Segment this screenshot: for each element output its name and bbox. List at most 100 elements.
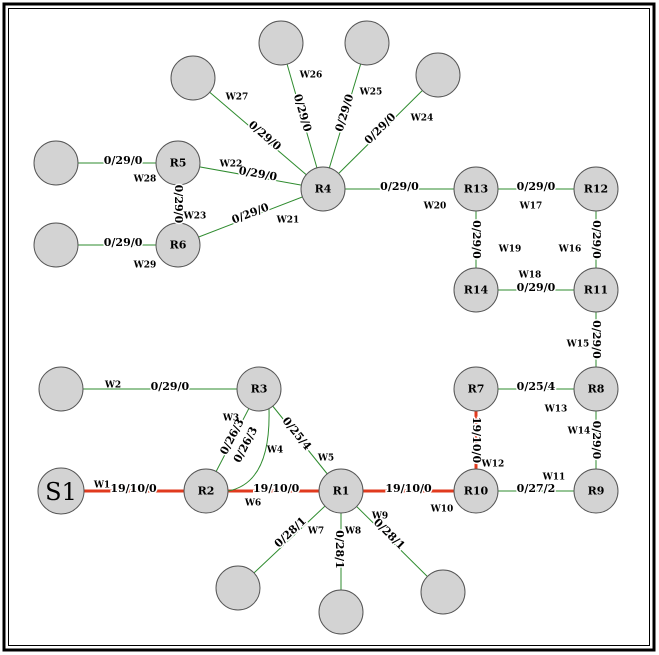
link-name-w6: W6	[244, 499, 261, 509]
edge-value-w28: 0/29/0	[104, 154, 143, 167]
node-circle	[258, 20, 304, 66]
node-circle	[215, 565, 261, 611]
node-circle	[415, 52, 461, 98]
edge-w26	[280, 42, 324, 190]
node-r2[interactable]: R2	[183, 468, 229, 514]
link-name-w7: W7	[307, 527, 324, 537]
link-name-w4: W4	[266, 446, 283, 456]
node-label: S1	[45, 478, 77, 506]
edge-value-w13: 0/25/4	[517, 380, 556, 393]
node-r5[interactable]: R5	[155, 140, 201, 186]
node-r3[interactable]: R3	[236, 366, 282, 412]
edge-w24	[322, 74, 439, 190]
edge-value-w14: 0/29/0	[590, 421, 603, 460]
node-r9[interactable]: R9	[573, 468, 619, 514]
node-circle	[155, 140, 201, 186]
node-circle	[573, 166, 619, 212]
link-name-w5: W5	[317, 454, 334, 464]
link-name-w14: W14	[567, 427, 591, 437]
node-u5[interactable]	[215, 565, 261, 611]
node-u6[interactable]	[318, 589, 364, 635]
link-name-w2: W2	[104, 381, 121, 391]
node-label: R10	[464, 485, 489, 498]
node-r13[interactable]: R13	[453, 166, 499, 212]
node-u4[interactable]	[38, 366, 84, 412]
edge-w7	[237, 490, 342, 589]
node-circle	[453, 468, 499, 514]
node-u7[interactable]	[420, 569, 466, 615]
node-circle	[170, 55, 216, 101]
edge-value-w17: 0/29/0	[517, 180, 556, 193]
node-label: R8	[588, 383, 605, 396]
node-circle	[453, 166, 499, 212]
node-circle	[344, 20, 390, 66]
node-label: R1	[333, 485, 350, 498]
edge-value-w1: 19/10/0	[110, 482, 157, 495]
node-label: R7	[468, 383, 485, 396]
node-label: R9	[588, 485, 605, 498]
node-r8[interactable]: R8	[573, 366, 619, 412]
link-name-w23: W23	[183, 212, 207, 222]
node-u2[interactable]	[33, 222, 79, 268]
link-name-w8: W8	[344, 527, 361, 537]
node-circle	[38, 366, 84, 412]
node-u9[interactable]	[258, 20, 304, 66]
node-label: R14	[464, 284, 489, 297]
edge-value-w8: 0/28/1	[333, 530, 346, 569]
edge-value-w15: 0/29/0	[590, 320, 603, 359]
edge-w21	[177, 188, 324, 246]
node-circle	[155, 222, 201, 268]
link-name-w3: W3	[222, 414, 239, 424]
edge-w22	[177, 162, 324, 190]
node-u10[interactable]	[344, 20, 390, 66]
node-circle	[300, 166, 346, 212]
link-name-w28: W28	[133, 175, 157, 185]
node-r10[interactable]: R10	[453, 468, 499, 514]
node-label: R13	[464, 183, 488, 196]
node-label: R5	[170, 157, 187, 170]
node-r6[interactable]: R6	[155, 222, 201, 268]
node-r12[interactable]: R12	[573, 166, 619, 212]
link-name-w18: W18	[518, 271, 542, 281]
link-name-w12: W12	[481, 460, 505, 470]
link-name-w10: W10	[430, 505, 454, 515]
node-circle	[453, 267, 499, 313]
node-u8[interactable]	[170, 55, 216, 101]
link-name-w1: W1	[93, 481, 110, 491]
link-name-w27: W27	[225, 93, 249, 103]
link-name-w9: W9	[371, 512, 388, 522]
edge-w9	[340, 490, 444, 593]
node-circle	[318, 468, 364, 514]
edge-value-w29: 0/29/0	[104, 236, 143, 249]
node-r14[interactable]: R14	[453, 267, 499, 313]
node-circle	[573, 366, 619, 412]
edge-value-w11: 0/27/2	[517, 482, 556, 495]
node-circle	[183, 468, 229, 514]
node-u1[interactable]	[33, 140, 79, 186]
link-name-w25: W25	[359, 88, 383, 98]
node-circle	[573, 468, 619, 514]
node-label: R12	[584, 183, 608, 196]
link-name-w24: W24	[410, 114, 434, 124]
node-circle	[318, 589, 364, 635]
edge-w4	[227, 408, 270, 492]
node-r7[interactable]: R7	[453, 366, 499, 412]
node-s1[interactable]: S1	[37, 467, 85, 515]
edge-value-w16: 0/29/0	[590, 220, 603, 259]
edge-value-w10: 19/10/0	[385, 482, 432, 495]
node-u11[interactable]	[415, 52, 461, 98]
node-circle	[420, 569, 466, 615]
link-name-w11: W11	[542, 473, 566, 483]
diagram-frame-inner	[8, 8, 650, 646]
link-name-w17: W17	[519, 202, 543, 212]
node-r1[interactable]: R1	[318, 468, 364, 514]
link-name-w21: W21	[276, 216, 300, 226]
edge-value-w20: 0/29/0	[380, 180, 419, 193]
link-name-w19: W19	[498, 245, 522, 255]
edge-value-w2: 0/29/0	[151, 380, 190, 393]
node-r4[interactable]: R4	[300, 166, 346, 212]
node-r11[interactable]: R11	[573, 267, 619, 313]
node-circle	[453, 366, 499, 412]
